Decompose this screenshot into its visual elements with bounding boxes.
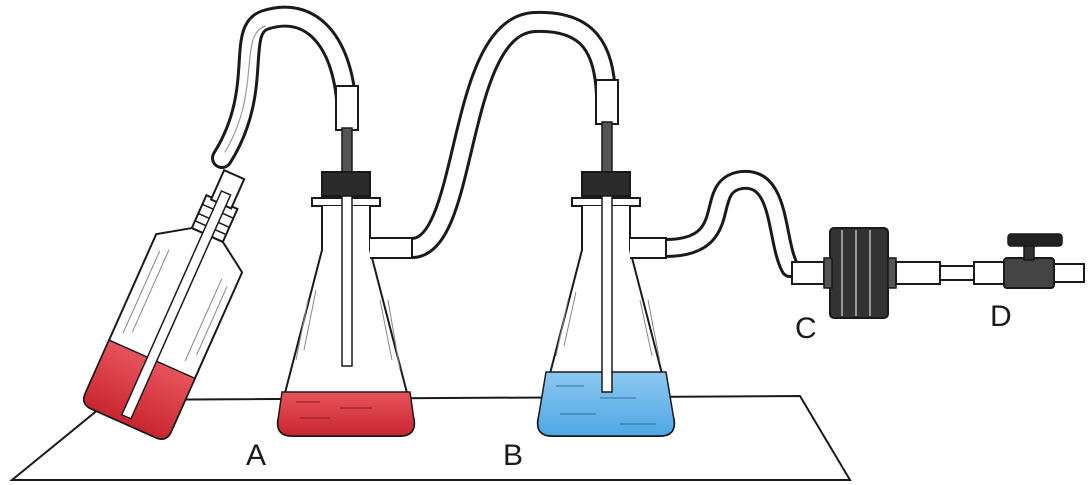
stopcock-d xyxy=(896,234,1084,288)
flask-b xyxy=(538,80,674,436)
tube-bottle-to-flask-a xyxy=(222,17,347,158)
label-c: C xyxy=(795,312,817,345)
flask-a xyxy=(278,86,414,436)
tube-flask-b-to-c xyxy=(665,180,790,268)
label-d: D xyxy=(990,300,1012,333)
label-a: A xyxy=(246,439,266,472)
tube-flask-a-to-flask-b xyxy=(412,22,606,248)
label-b: B xyxy=(503,439,523,472)
filter-c xyxy=(792,228,896,318)
